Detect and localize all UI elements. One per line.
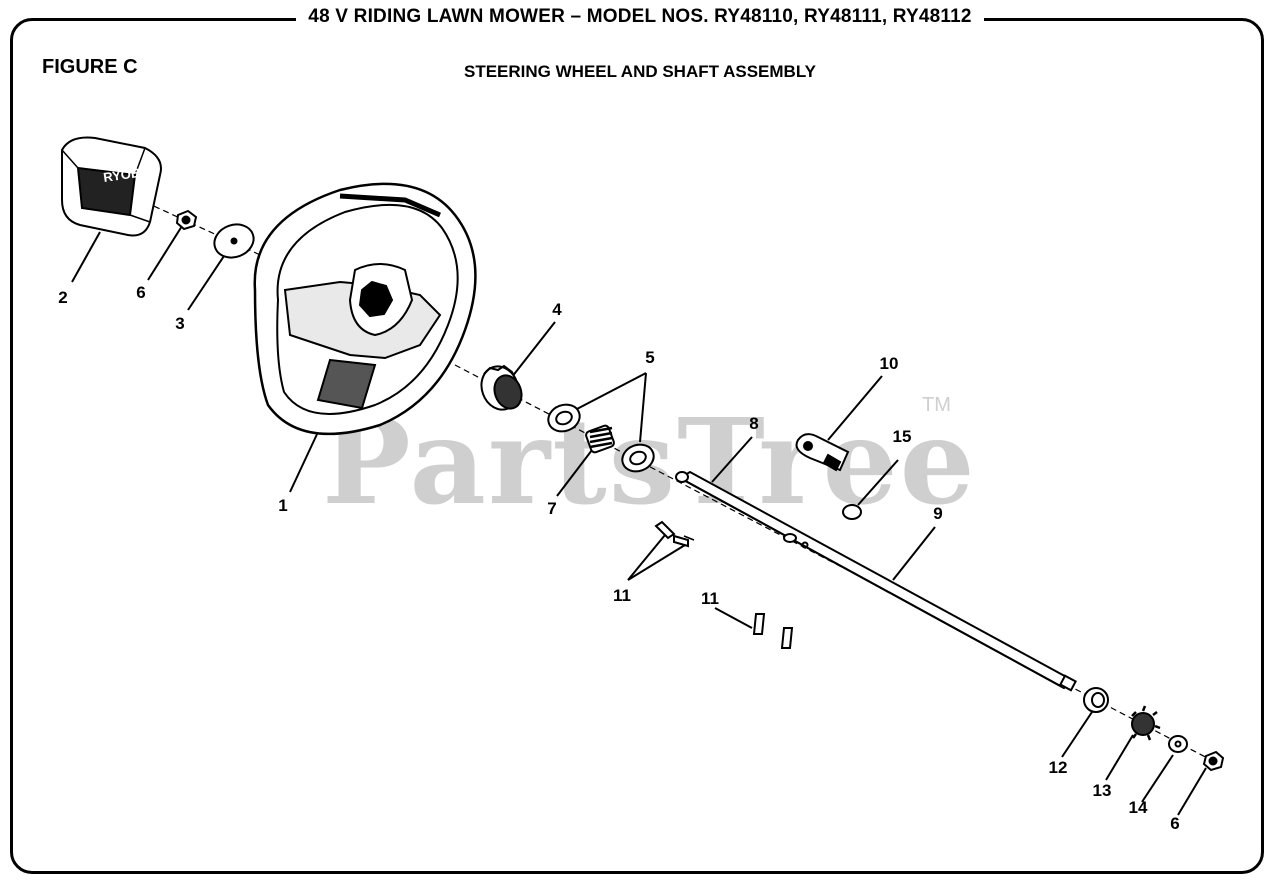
- bushing-part: [1083, 687, 1109, 713]
- nut-part: [175, 209, 198, 231]
- washer-lower-part: [621, 443, 655, 473]
- callout-6-lower: 6: [1170, 814, 1180, 833]
- nut-lower-part: [1202, 750, 1225, 772]
- callout-1: 1: [278, 496, 288, 515]
- callout-9: 9: [933, 504, 943, 523]
- pinion-gear-part: [1131, 705, 1161, 741]
- pin-pair-lower-part: [752, 613, 794, 649]
- callout-2: 2: [58, 288, 68, 307]
- steering-cover-part: [61, 136, 162, 237]
- callout-14: 14: [1128, 798, 1148, 817]
- header-title: 48 V RIDING LAWN MOWER – MODEL NOS. RY48…: [0, 6, 1280, 28]
- callout-11-lower: 11: [701, 589, 719, 608]
- leader-lines: [71, 201, 1216, 816]
- steering-shaft-part: [675, 470, 1077, 692]
- figure-label: FIGURE C: [42, 56, 138, 78]
- callout-4: 4: [552, 300, 562, 319]
- callout-7: 7: [547, 499, 557, 518]
- clip-ring-part: [842, 504, 862, 520]
- callout-11-upper: 11: [613, 586, 631, 605]
- washer-disc-part: [213, 223, 255, 259]
- spring-part: [585, 424, 615, 454]
- callout-8: 8: [749, 414, 759, 433]
- cover-logo-text: RYOBI: [102, 164, 144, 185]
- callout-13: 13: [1092, 781, 1112, 800]
- callout-10: 10: [879, 354, 899, 373]
- callout-6-upper: 6: [136, 283, 146, 302]
- steering-wheel-part: [253, 182, 477, 436]
- watermark-trademark: TM: [922, 394, 951, 416]
- washer-upper-part: [547, 403, 581, 433]
- small-washer-part: [1168, 735, 1188, 753]
- callout-3: 3: [175, 314, 185, 333]
- pin-pair-upper-part: [654, 520, 695, 548]
- callout-15: 15: [892, 427, 912, 446]
- assembly-title: STEERING WHEEL AND SHAFT ASSEMBLY: [464, 62, 816, 81]
- callout-12: 12: [1048, 758, 1068, 777]
- splined-hub-part: [480, 364, 523, 411]
- bracket-part: [795, 433, 850, 472]
- callout-5: 5: [645, 348, 655, 367]
